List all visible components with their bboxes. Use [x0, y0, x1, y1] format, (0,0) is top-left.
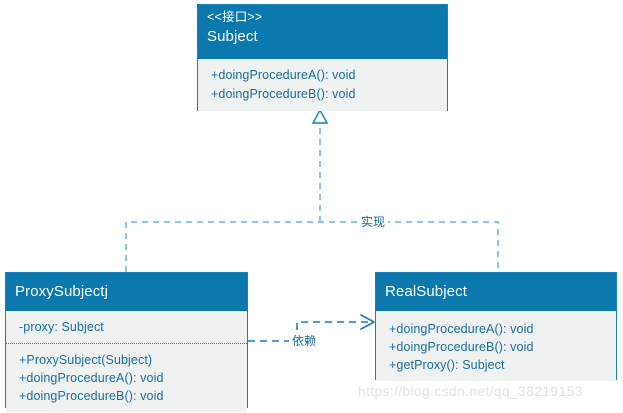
class-member: +doingProcedureA(): void: [19, 371, 164, 385]
hollow-triangle-arrowhead: [311, 108, 329, 124]
class-header-proxysubject: ProxySubjectj: [6, 273, 247, 311]
class-attributes-proxysubject: -proxy: Subject: [6, 311, 247, 343]
relationship-label-dependency: 依赖: [289, 334, 320, 348]
class-box-subject[interactable]: <<接口>> Subject +doingProcedureA(): void …: [197, 4, 448, 111]
class-box-realsubject[interactable]: RealSubject +doingProcedureA(): void +do…: [375, 272, 617, 381]
class-name: RealSubject: [385, 283, 467, 300]
class-member: +doingProcedureA(): void: [211, 68, 356, 82]
class-name: ProxySubjectj: [15, 283, 109, 300]
class-stereotype: <<接口>>: [207, 10, 263, 24]
class-operations-subject: +doingProcedureA(): void +doingProcedure…: [198, 59, 447, 111]
class-member: +doingProcedureB(): void: [19, 389, 164, 403]
watermark-text: https://blog.csdn.net/qq_38219153: [358, 383, 583, 399]
class-member: +ProxySubject(Subject): [19, 353, 153, 367]
class-box-proxysubject[interactable]: ProxySubjectj -proxy: Subject +ProxySubj…: [5, 272, 248, 412]
class-member: +doingProcedureB(): void: [389, 340, 534, 354]
class-header-realsubject: RealSubject: [376, 273, 616, 311]
class-operations-proxysubject: +ProxySubject(Subject) +doingProcedureA(…: [6, 343, 247, 412]
class-member: +doingProcedureA(): void: [389, 322, 534, 336]
open-arrowhead: [360, 314, 375, 330]
dependency-connector: [248, 314, 375, 342]
class-member: +doingProcedureB(): void: [211, 87, 356, 101]
class-operations-realsubject: +doingProcedureA(): void +doingProcedure…: [376, 311, 616, 381]
class-name: Subject: [207, 28, 258, 45]
class-member: -proxy: Subject: [19, 320, 104, 334]
class-header-subject: <<接口>> Subject: [198, 5, 447, 59]
relationship-label-realization: 实现: [358, 215, 389, 229]
realization-connector: [125, 108, 499, 272]
class-member: +getProxy(): Subject: [389, 358, 505, 372]
